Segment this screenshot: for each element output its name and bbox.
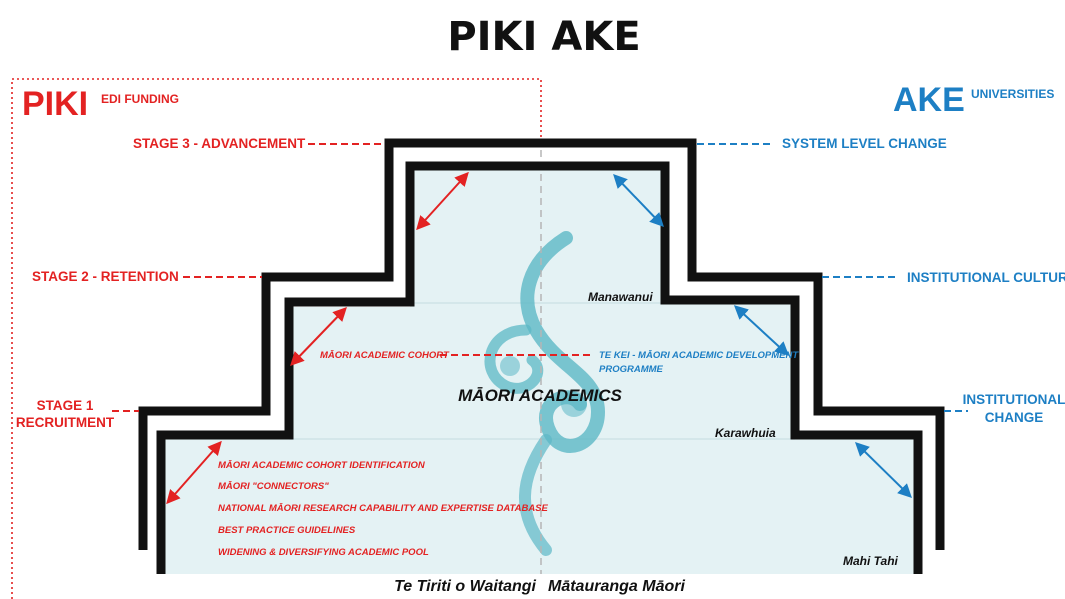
initiative-item: NATIONAL MĀORI RESEARCH CAPABILITY AND E…	[218, 503, 549, 514]
initiative-item: WIDENING & DIVERSIFYING ACADEMIC POOL	[218, 547, 429, 558]
institutional-change-line1: INSTITUTIONAL	[963, 392, 1065, 407]
te-kei-label-line1: TE KEI - MĀORI ACADEMIC DEVELOPMENT	[599, 350, 799, 361]
initiative-item: BEST PRACTICE GUIDELINES	[218, 525, 356, 536]
manawanui-label: Manawanui	[588, 290, 653, 304]
outer-staircase	[138, 138, 945, 550]
blue-arrow-lower	[855, 442, 912, 498]
koru-graphic	[484, 231, 606, 556]
culture-label: INSTITUTIONAL CULTURE	[907, 270, 1065, 285]
page-title: PIKI AKE	[447, 14, 640, 60]
inner-staircase	[156, 161, 923, 574]
stage2-label: STAGE 2 - RETENTION	[32, 269, 179, 284]
base-label-right: Mātauranga Māori	[548, 578, 685, 595]
ake-heading: AKE	[893, 81, 965, 119]
te-kei-label-line2: PROGRAMME	[599, 364, 664, 375]
stage1-label-line2: RECRUITMENT	[16, 415, 115, 430]
piki-subheading: EDI FUNDING	[101, 92, 179, 106]
stage3-label: STAGE 3 - ADVANCEMENT	[133, 136, 306, 151]
red-arrow-middle	[290, 306, 347, 367]
center-label: MĀORI ACADEMICS	[458, 386, 622, 405]
karawhuia-label: Karawhuia	[715, 426, 776, 440]
system-change-label: SYSTEM LEVEL CHANGE	[782, 136, 947, 151]
blue-arrow-upper	[613, 173, 664, 228]
stage1-label-line1: STAGE 1	[37, 398, 94, 413]
institutional-change-line2: CHANGE	[985, 410, 1044, 425]
base-label-left: Te Tiriti o Waitangi	[394, 578, 536, 595]
initiative-item: MĀORI "CONNECTORS"	[218, 481, 329, 492]
initiative-item: MĀORI ACADEMIC COHORT IDENTIFICATION	[218, 460, 426, 471]
ake-subheading: UNIVERSITIES	[971, 87, 1054, 101]
red-arrow-upper	[416, 171, 469, 231]
piki-frame	[11, 78, 542, 599]
red-arrow-lower	[166, 440, 222, 505]
initiatives-list: MĀORI ACADEMIC COHORT IDENTIFICATION MĀO…	[218, 460, 549, 558]
blue-arrow-middle	[733, 305, 790, 356]
cohort-label: MĀORI ACADEMIC COHORT	[320, 350, 450, 361]
mahi-tahi-label: Mahi Tahi	[843, 554, 899, 568]
piki-heading: PIKI	[22, 85, 88, 123]
